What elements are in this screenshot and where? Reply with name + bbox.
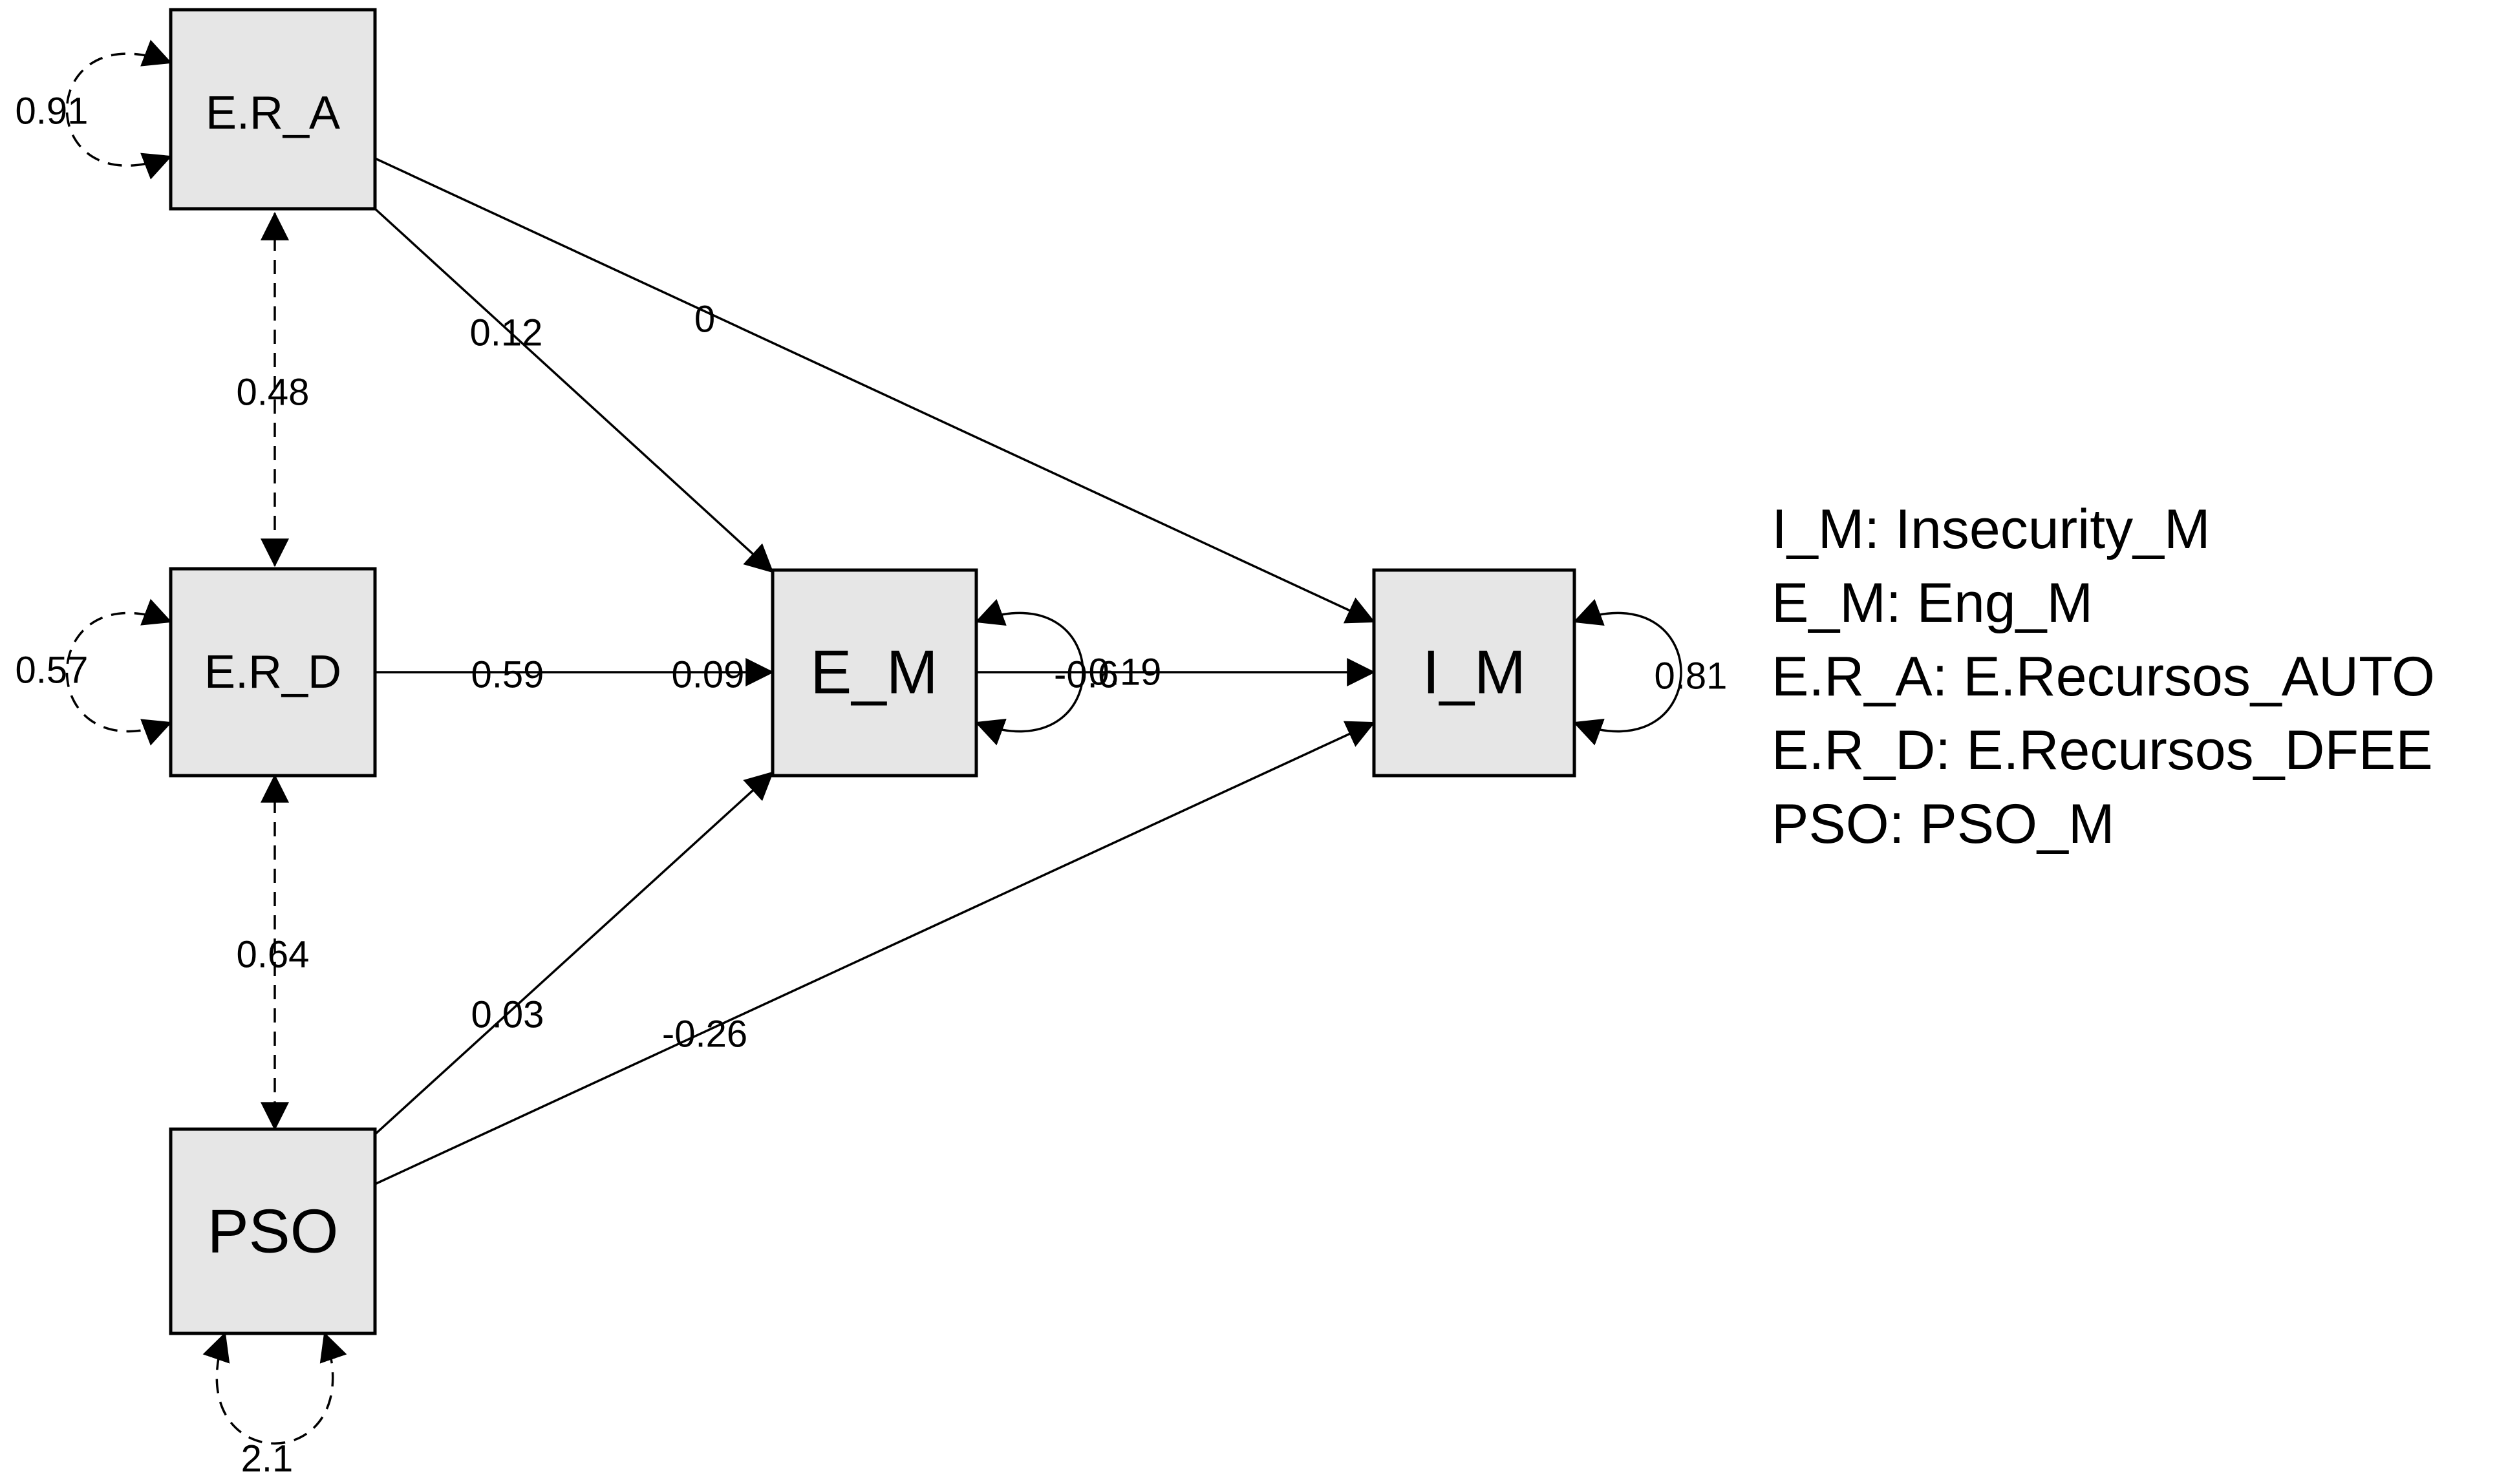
variance-loop-im [1572, 599, 1682, 746]
coef-pso-to-im: -0.26 [662, 1013, 747, 1055]
node-em: E_M [771, 568, 978, 778]
coef-erd-pso-covariance: 0.64 [237, 934, 310, 976]
coef-pso-to-em: 0.03 [471, 994, 544, 1036]
coef-era-variance: 0.91 [16, 90, 89, 132]
coef-erd-variance: 0.57 [16, 650, 89, 692]
node-era-label: E.R_A [206, 87, 340, 139]
node-im: I_M [1372, 568, 1576, 778]
node-pso-label: PSO [208, 1197, 339, 1266]
legend-item-pso: PSO: PSO_M [1772, 793, 2115, 855]
legend-item-era: E.R_A: E.Recursos_AUTO [1772, 646, 2435, 708]
node-em-label: E_M [810, 638, 938, 707]
variance-loop-era [65, 39, 173, 180]
coef-era-to-im: 0 [694, 299, 715, 341]
legend-item-im: I_M: Insecurity_M [1772, 498, 2211, 560]
node-erd: E.R_D [169, 567, 377, 778]
path-pso-to-em [374, 771, 774, 1136]
coef-era-erd-covariance: 0.48 [237, 372, 310, 414]
legend-item-em: E_M: Eng_M [1772, 572, 2093, 634]
coef-era-to-em: 0.12 [470, 312, 543, 354]
path-era-to-em [374, 207, 774, 573]
variance-loop-erd [65, 599, 173, 746]
path-era-to-im [374, 157, 1375, 624]
coef-em-variance: 0.19 [1089, 652, 1162, 694]
node-im-label: I_M [1422, 638, 1526, 707]
node-era: E.R_A [169, 8, 377, 211]
coef-pso-variance: 2.1 [241, 1438, 294, 1480]
legend-item-erd: E.R_D: E.Recursos_DFEE [1772, 719, 2433, 781]
coef-em-to-im: -0.6 [1054, 654, 1119, 696]
node-erd-label: E.R_D [204, 646, 341, 698]
coef-im-variance: 0.81 [1655, 655, 1728, 697]
coef-erd-to-em-a: 0.59 [471, 654, 544, 696]
legend: I_M: Insecurity_M E_M: Eng_M E.R_A: E.Re… [1772, 498, 2435, 855]
variance-loop-em [974, 599, 1084, 746]
variance-loop-pso [202, 1331, 347, 1445]
coef-erd-to-em-b: 0.09 [672, 654, 745, 696]
path-pso-to-im [374, 721, 1375, 1185]
node-pso: PSO [169, 1127, 377, 1335]
